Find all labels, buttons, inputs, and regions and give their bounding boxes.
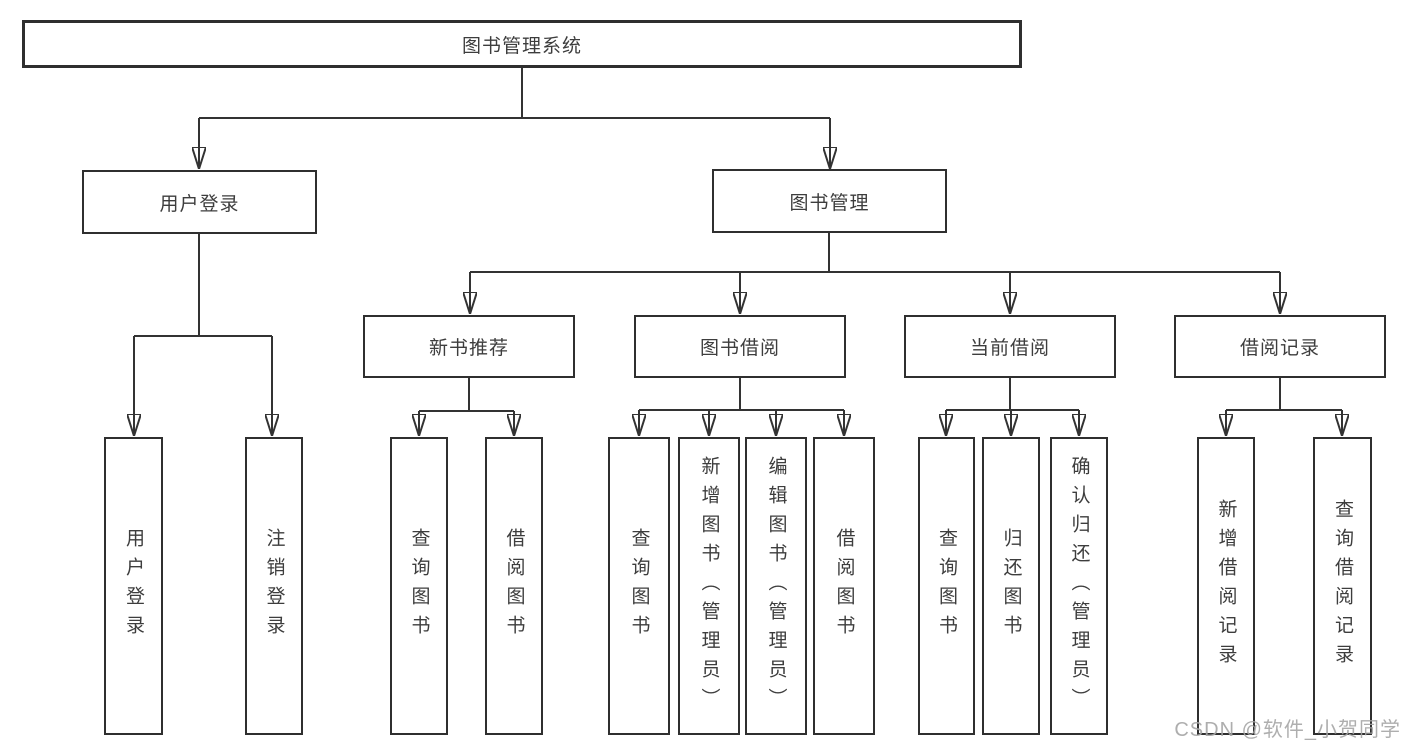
connector-user-login-children xyxy=(134,234,272,436)
connector-current-borrow-children xyxy=(946,378,1079,436)
connector-book-management-children xyxy=(470,233,1280,314)
node-add-borrow-record: 新增借阅记录 xyxy=(1197,437,1255,735)
node-query-books-recommend: 查询图书 xyxy=(390,437,448,735)
node-root: 图书管理系统 xyxy=(22,20,1022,68)
node-query-books-current: 查询图书 xyxy=(918,437,975,735)
watermark: CSDN @软件_小贺同学 xyxy=(1174,719,1401,741)
node-confirm-return-admin: 确认归还（管理员） xyxy=(1050,437,1108,735)
node-borrow-books-recommend: 借阅图书 xyxy=(485,437,543,735)
node-query-books-borrow: 查询图书 xyxy=(608,437,670,735)
connector-book-borrow-children xyxy=(639,378,844,436)
connector-borrow-records-children xyxy=(1226,378,1342,436)
connector-new-book-children xyxy=(419,378,514,436)
node-user-login: 用户登录 xyxy=(82,170,317,234)
node-add-book-admin: 新增图书（管理员） xyxy=(678,437,740,735)
node-book-borrow: 图书借阅 xyxy=(634,315,846,378)
node-book-management: 图书管理 xyxy=(712,169,947,233)
node-query-borrow-record: 查询借阅记录 xyxy=(1313,437,1372,735)
node-logout: 注销登录 xyxy=(245,437,303,735)
node-current-borrow: 当前借阅 xyxy=(904,315,1116,378)
node-new-book-recommend: 新书推荐 xyxy=(363,315,575,378)
connector-root-to-level2 xyxy=(199,68,830,169)
node-user-login-leaf: 用户登录 xyxy=(104,437,163,735)
node-return-book: 归还图书 xyxy=(982,437,1040,735)
node-borrow-books-leaf: 借阅图书 xyxy=(813,437,875,735)
node-edit-book-admin: 编辑图书（管理员） xyxy=(745,437,807,735)
node-borrow-records: 借阅记录 xyxy=(1174,315,1386,378)
